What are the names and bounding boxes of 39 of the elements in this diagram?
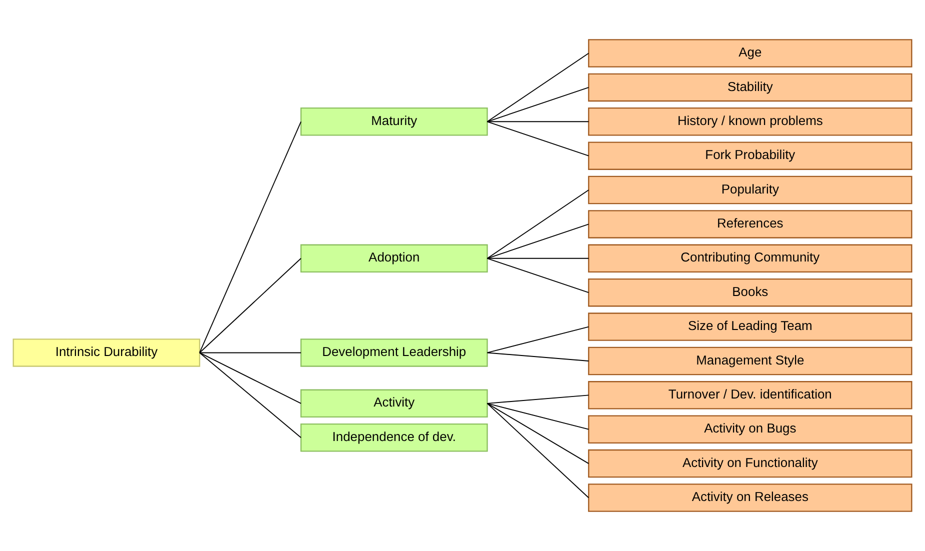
connector — [486, 258, 590, 259]
node-box: Management Style — [588, 346, 912, 376]
connector — [199, 121, 302, 354]
connector — [199, 352, 302, 438]
node-box: Contributing Community — [588, 244, 912, 273]
node-box: Activity — [300, 389, 488, 418]
node-box: Books — [588, 278, 912, 307]
connector — [199, 258, 302, 354]
connector — [486, 190, 590, 259]
node-box: Fork Probability — [588, 142, 912, 170]
connector — [199, 352, 302, 354]
node-box: Development Leadership — [300, 338, 488, 367]
node-box: Activity on Releases — [588, 484, 912, 512]
connector — [199, 352, 302, 404]
node-box: Turnover / Dev. identification — [588, 381, 912, 410]
node-box: Stability — [588, 73, 912, 102]
node-box: Maturity — [300, 108, 488, 136]
node-box: References — [588, 210, 912, 238]
node-box: Independence of dev. — [300, 423, 488, 452]
connector — [486, 326, 590, 354]
connector — [486, 121, 590, 156]
node-box: Age — [588, 39, 912, 68]
node-box: Adoption — [300, 244, 488, 273]
connector — [486, 121, 590, 122]
connector — [486, 224, 590, 259]
connector — [486, 402, 590, 498]
connector — [486, 352, 590, 362]
node-box: Activity on Functionality — [588, 449, 912, 478]
connector — [486, 86, 590, 122]
node-box: History / known problems — [588, 108, 912, 136]
connector — [486, 258, 590, 294]
connector — [486, 52, 590, 122]
connector — [486, 394, 590, 404]
node-box: Size of Leading Team — [588, 312, 912, 341]
node-box: Activity on Bugs — [588, 415, 912, 444]
connector — [486, 402, 590, 430]
connector — [486, 402, 590, 464]
node-box: Popularity — [588, 176, 912, 204]
node-box: Intrinsic Durability — [12, 338, 200, 367]
